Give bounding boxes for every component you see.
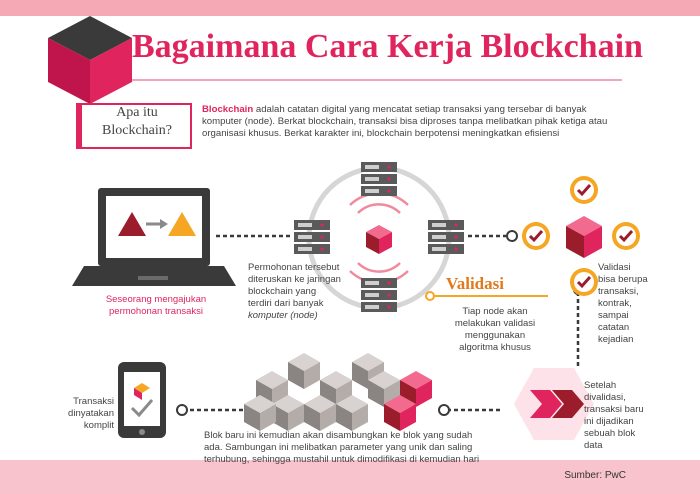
blockchain-chain: [244, 353, 432, 431]
network-line: diteruskan ke jaringan: [248, 274, 341, 285]
request-line: permohonan transaksi: [109, 306, 203, 317]
server-icon: [428, 220, 464, 254]
apa-itu-line: Apa itu: [116, 105, 158, 120]
validation-kinds-line: catatan: [598, 322, 630, 333]
network-label: Permohonan tersebut diteruskan ke jaring…: [248, 262, 341, 322]
new-block-line: divalidasi,: [584, 392, 626, 403]
network-line: terdiri dari banyak: [248, 298, 324, 309]
source-credit: Sumber: PwC: [564, 470, 626, 481]
server-nodes: [294, 162, 464, 312]
connector-dot: [506, 230, 518, 242]
new-block-icon: [514, 368, 594, 440]
validation-kinds-line: kejadian: [598, 334, 634, 345]
validation-kinds-line: Validasi: [598, 262, 631, 273]
new-block-line: transaksi baru: [584, 404, 644, 415]
center-block-icon: [366, 225, 392, 254]
connector-dot: [438, 404, 450, 416]
validation-kinds-line: bisa berupa: [598, 274, 648, 285]
apa-itu-box: [76, 103, 192, 149]
check-circle-icon: [570, 268, 598, 296]
chain-line: Blok baru ini kemudian akan disambungkan…: [204, 430, 473, 441]
check-icons: [522, 176, 640, 296]
apa-itu-heading: Apa itu Blockchain?: [82, 104, 192, 140]
validation-line: algoritma khusus: [459, 342, 531, 353]
validation-kinds-line: transaksi,: [598, 286, 639, 297]
validation-label: Tiap node akan melakukan validasi menggu…: [446, 306, 544, 354]
server-icon: [294, 220, 330, 254]
block-cube-icon: [400, 371, 432, 407]
complete-line: komplit: [83, 420, 114, 431]
page-title: Bagaimana Cara Kerja Blockchain: [132, 28, 643, 65]
new-block-line: ini dijadikan: [584, 416, 634, 427]
block-cube-icon: [288, 353, 320, 389]
validasi-dot: [425, 291, 435, 301]
new-block-label: Setelah divalidasi, transaksi baru ini d…: [584, 380, 644, 452]
bottom-band: [0, 460, 700, 494]
new-block-line: sebuah blok: [584, 428, 636, 439]
chain-label: Blok baru ini kemudian akan disambungkan…: [204, 430, 479, 466]
server-icon: [361, 162, 397, 196]
check-circle-icon: [570, 176, 598, 204]
server-icon: [361, 278, 397, 312]
complete-line: dinyatakan: [68, 408, 114, 419]
title-cube-icon: [48, 16, 132, 104]
title-underline: [132, 79, 622, 81]
network-line: Permohonan tersebut: [248, 262, 340, 273]
phone-icon: [118, 362, 166, 438]
connectors: [178, 234, 580, 412]
network-line: komputer (node): [248, 310, 318, 321]
check-circle-icon: [612, 222, 640, 250]
new-block-line: Setelah: [584, 380, 617, 391]
connector-dot: [176, 404, 188, 416]
chain-line: terhubung, sehingga mustahil untuk dimod…: [204, 454, 480, 465]
description-body: adalah catatan digital yang mencatat set…: [202, 104, 608, 139]
validasi-title: Validasi: [446, 274, 504, 293]
validation-line: melakukan validasi: [454, 318, 536, 329]
block-cube-icon: [244, 395, 276, 431]
block-cube-icon: [336, 395, 368, 431]
block-cube-icon: [304, 395, 336, 431]
request-label: Seseorang mengajukan permohonan transaks…: [96, 294, 216, 318]
request-line: Seseorang mengajukan: [105, 294, 207, 305]
description-keyword: Blockchain: [202, 104, 254, 115]
validation-kinds-line: kontrak,: [598, 298, 632, 309]
validation-line: Tiap node akan: [462, 306, 528, 317]
check-circle-icon: [522, 222, 550, 250]
network-line: blockchain yang: [248, 286, 317, 297]
validation-cube-icon: [566, 216, 602, 258]
block-cube-icon: [384, 395, 416, 431]
complete-line: Transaksi: [73, 396, 114, 407]
validation-kinds-line: sampai: [598, 310, 629, 321]
top-band: [0, 0, 700, 16]
new-block-line: data: [584, 440, 603, 451]
block-cube-icon: [368, 371, 400, 407]
laptop-icon: [72, 188, 236, 286]
validation-kinds-label: Validasi bisa berupa transaksi, kontrak,…: [598, 262, 648, 346]
description-text: Blockchain adalah catatan digital yang m…: [202, 104, 622, 140]
apa-itu-line: Blockchain?: [102, 123, 172, 138]
chain-line: ada. Sambungan ini melibatkan parameter …: [204, 442, 473, 453]
validation-line: menggunakan: [464, 330, 526, 341]
complete-label: Transaksi dinyatakan komplit: [68, 396, 114, 432]
